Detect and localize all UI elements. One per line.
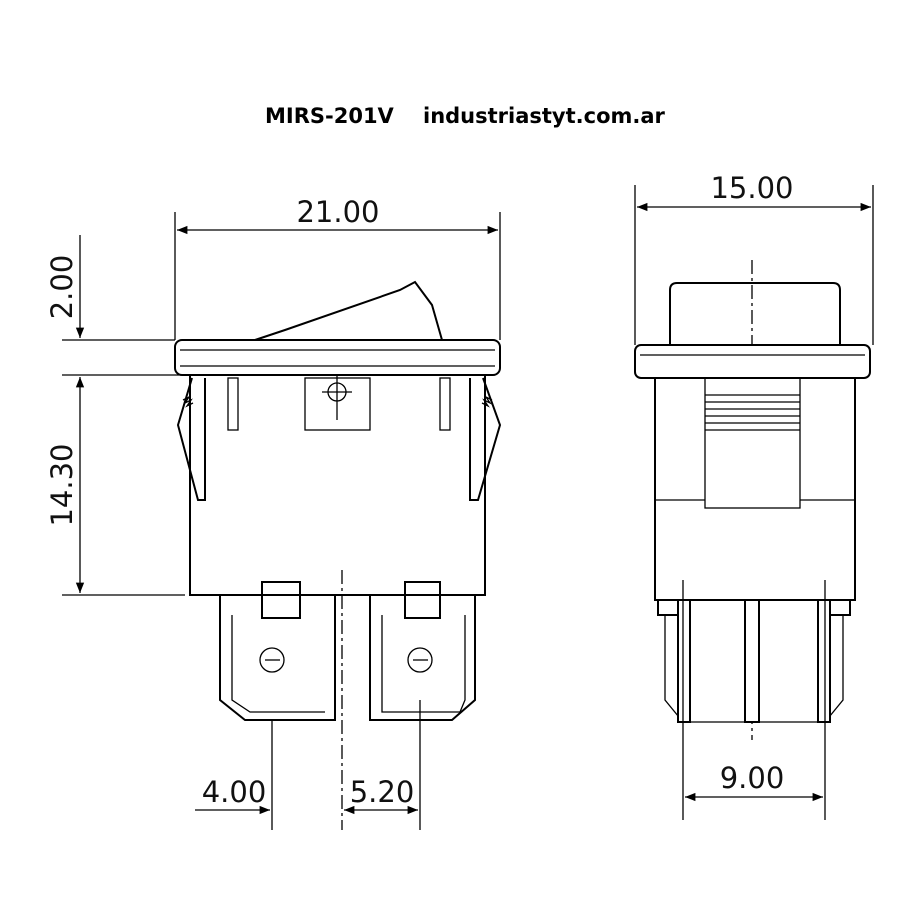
- side-terminal-span-label: 9.00: [720, 761, 785, 795]
- terminal-pitch-label: 5.20: [350, 775, 415, 809]
- rocker: [254, 280, 444, 341]
- website-label: industriastyt.com.ar: [423, 104, 666, 128]
- model-title: MIRS-201V: [265, 104, 395, 128]
- body-height-label: 14.30: [45, 443, 79, 526]
- side-view: 15.00 9.00: [634, 171, 874, 820]
- rocker-height-label: 2.00: [45, 255, 79, 320]
- side-body: [654, 377, 856, 601]
- front-width-label: 21.00: [296, 195, 379, 229]
- terminal-offset-label: 4.00: [202, 775, 267, 809]
- side-bezel: [634, 344, 871, 379]
- rocker-cap: [669, 282, 841, 346]
- front-view: 21.00 2.00 14.30: [45, 195, 502, 830]
- terminal-left: [219, 594, 336, 721]
- bezel: [174, 339, 501, 376]
- terminal-right: [369, 594, 476, 721]
- side-width-label: 15.00: [710, 171, 793, 205]
